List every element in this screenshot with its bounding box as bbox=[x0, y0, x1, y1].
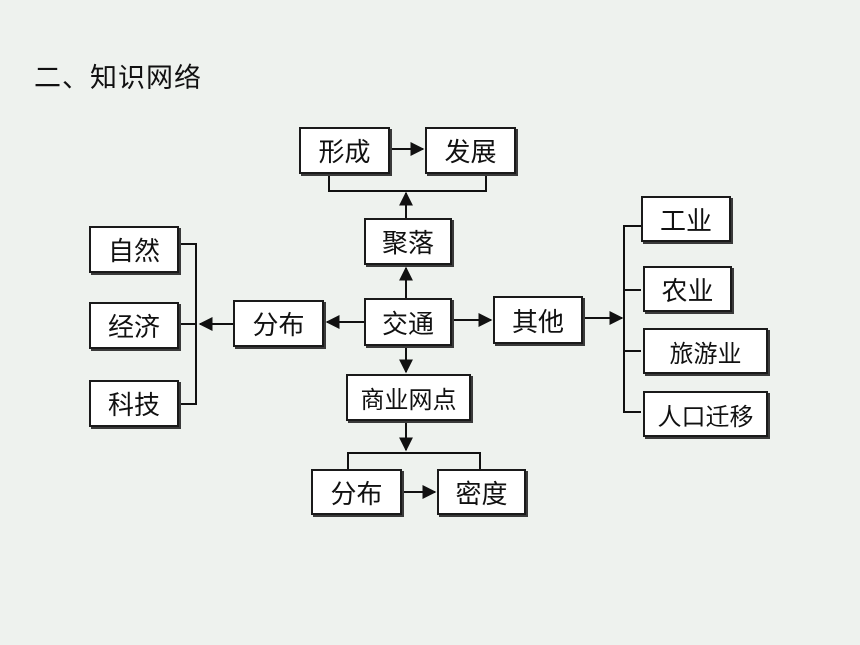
node-qita: 其他 bbox=[493, 296, 583, 344]
bracket-xingcheng-fazhan bbox=[328, 175, 487, 192]
node-jingji: 经济 bbox=[89, 302, 179, 349]
node-fenbu-left: 分布 bbox=[233, 300, 324, 347]
node-xingcheng: 形成 bbox=[299, 127, 390, 174]
node-gongye: 工业 bbox=[641, 196, 731, 242]
node-fenbu-bottom: 分布 bbox=[311, 469, 402, 515]
section-title: 二、知识网络 bbox=[34, 63, 202, 94]
bracket-bottom bbox=[347, 452, 481, 469]
bracket-right bbox=[623, 225, 641, 413]
node-shangye: 商业网点 bbox=[346, 374, 471, 421]
node-nongye: 农业 bbox=[643, 266, 732, 312]
node-juluo: 聚落 bbox=[364, 218, 452, 265]
node-fazhan: 发展 bbox=[425, 127, 516, 174]
node-midu: 密度 bbox=[437, 469, 526, 515]
node-keji: 科技 bbox=[89, 380, 179, 427]
node-renkou: 人口迁移 bbox=[643, 391, 768, 437]
node-jiaotong: 交通 bbox=[364, 298, 452, 346]
node-lvyouye: 旅游业 bbox=[643, 328, 768, 374]
node-ziran: 自然 bbox=[89, 226, 179, 273]
